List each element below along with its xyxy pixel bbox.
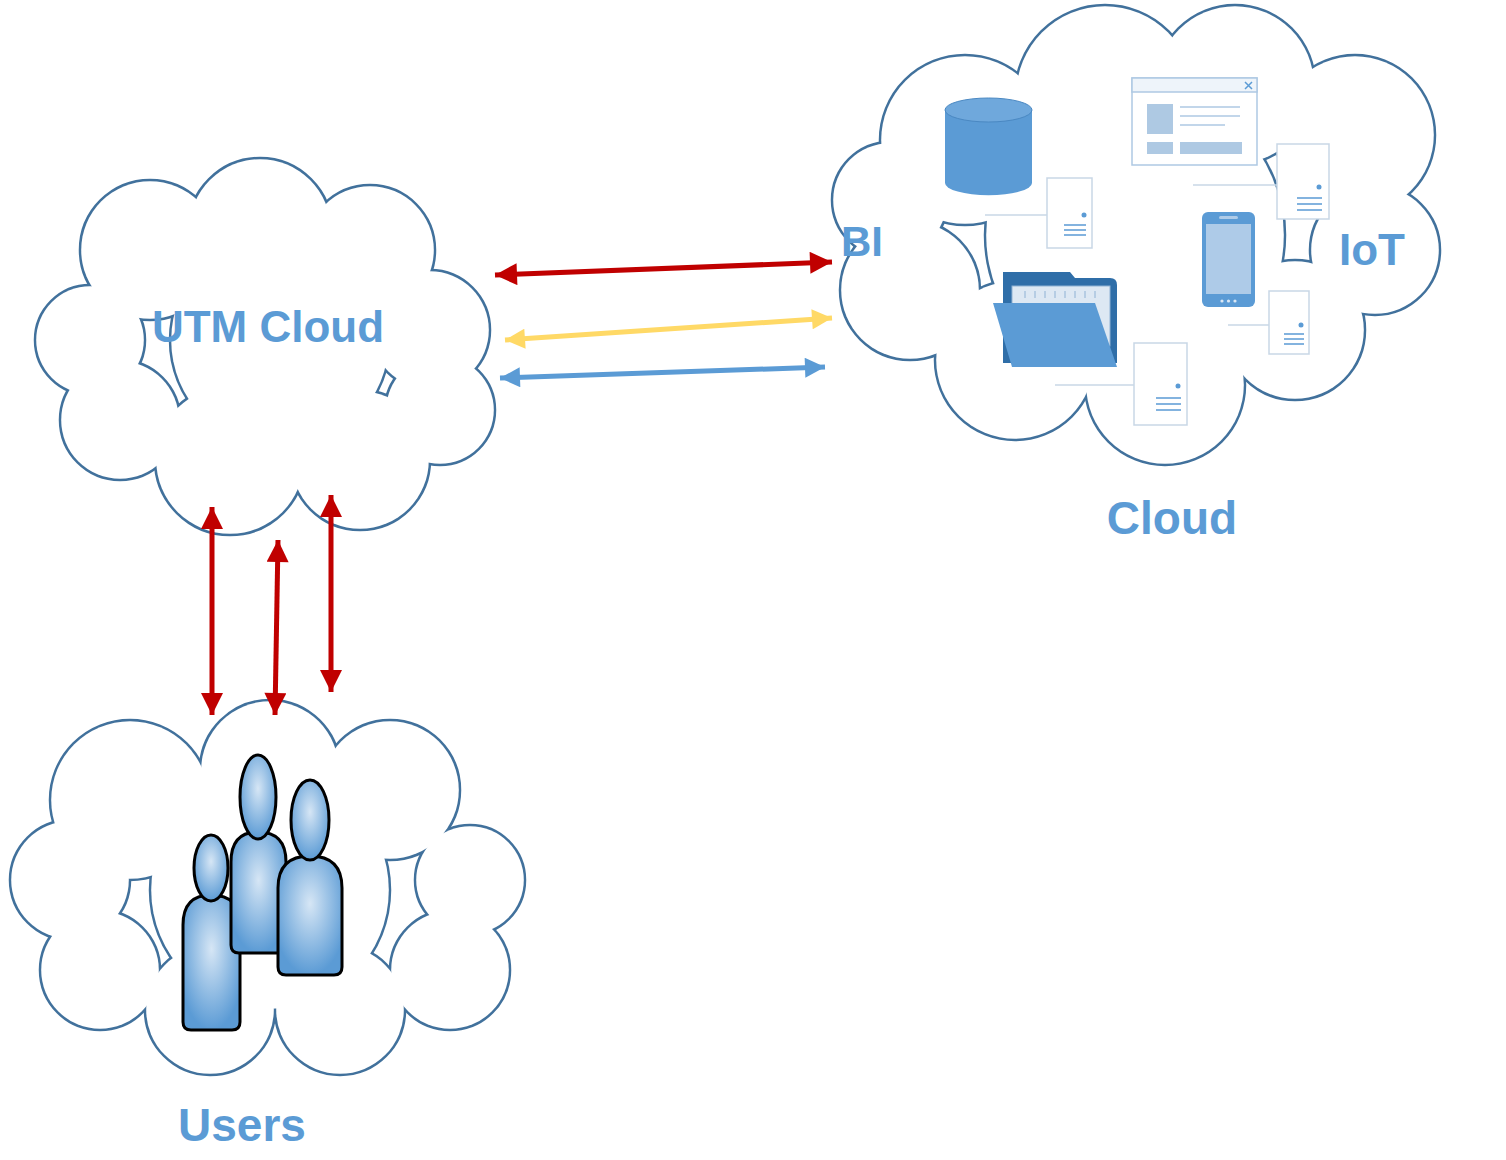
- node-label: IoT: [1339, 228, 1405, 272]
- cloud-outline: [10, 690, 525, 1160]
- connector-arrow: [500, 367, 825, 378]
- cloud-stroke: [10, 700, 525, 1075]
- cloud-stroke: [832, 5, 1440, 465]
- cloud-lobe-fill: [11, 821, 129, 939]
- cloud-lobe: [985, 85, 1285, 385]
- node-label: Users: [178, 1102, 306, 1148]
- cloud-stroke: [35, 158, 495, 535]
- cloud-fill: [36, 159, 494, 534]
- connector-arrow: [275, 540, 278, 715]
- cloud-fill: [833, 6, 1439, 464]
- cloud-lobe-fill: [36, 286, 144, 394]
- connector-arrow: [210, 507, 215, 715]
- node-label: UTM Cloud: [152, 305, 384, 349]
- node-label: Cloud: [1107, 495, 1237, 541]
- connector-arrow: [495, 262, 832, 275]
- cloud-fill: [11, 701, 524, 1074]
- cloud-node: BI IoT Cloud: [815, 0, 1450, 545]
- cloud-outline: [30, 160, 505, 540]
- cloud-lobe: [150, 770, 390, 1010]
- cloud-lobe-fill: [391, 911, 509, 1029]
- cloud-lobe-fill: [986, 86, 1284, 384]
- node-label: BI: [841, 221, 883, 263]
- connector-arrow: [505, 318, 832, 340]
- cloud-lobe-fill: [151, 771, 389, 1009]
- cloud-outline: [815, 0, 1450, 545]
- cloud-node: Users: [10, 690, 525, 1160]
- cloud-node: UTM Cloud: [30, 160, 505, 540]
